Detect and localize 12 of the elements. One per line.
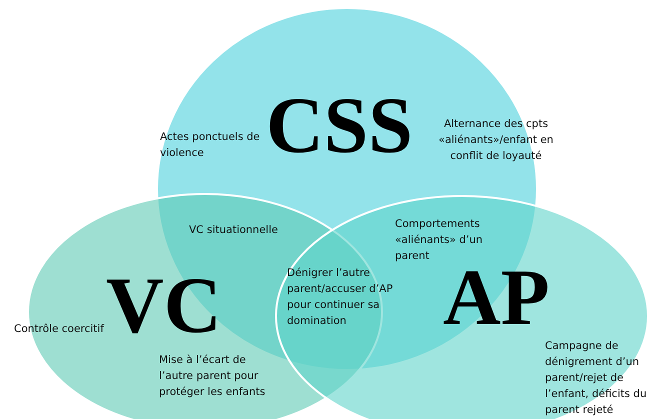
overlap-text: Comportements «aliénants» d’un parent <box>395 217 484 264</box>
set-heading: VC <box>106 270 222 342</box>
region-text: Alternance des cpts «aliénants»/enfant en conflit de loyauté <box>438 117 554 164</box>
overlap-text: VC situationnelle <box>189 223 279 238</box>
set-heading: CSS <box>266 90 413 162</box>
region-text: Mise à l’écart de l’autre parent pour protéger les enfants <box>159 353 266 400</box>
region-text: Contrôle coercitif <box>14 322 106 337</box>
region-text: Actes ponctuels de violence <box>160 130 261 161</box>
region-text: Campagne de dénigrement d’un parent/rejet de l’enfant, déficits du parent rejeté <box>545 339 648 418</box>
circle-region <box>276 196 648 419</box>
overlap-text: Dénigrer l’autre parent/accuser d’AP pour continuer sa domination <box>287 266 394 329</box>
set-heading: AP <box>443 262 550 334</box>
